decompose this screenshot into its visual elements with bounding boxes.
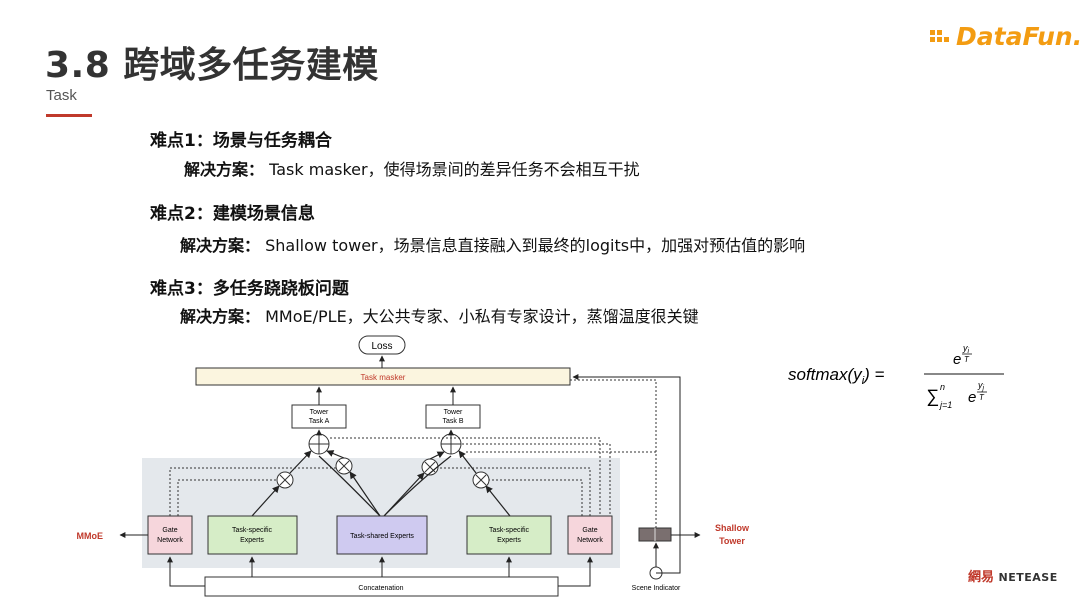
shallow-tower-label-1: Shallow bbox=[715, 523, 750, 533]
loss-label: Loss bbox=[371, 341, 392, 352]
mmoe-label: MMoE bbox=[77, 531, 104, 541]
svg-text:Task-specific: Task-specific bbox=[232, 527, 273, 534]
logo-dots-icon bbox=[930, 30, 950, 46]
add-node-a-icon bbox=[308, 433, 330, 455]
netease-logo: 網易 NETEASE bbox=[968, 570, 1058, 585]
task-specific-experts-right bbox=[466, 515, 552, 555]
formula-num-base: e bbox=[953, 351, 961, 368]
svg-text:yj: yj bbox=[977, 380, 985, 392]
solution-1: 解决方案： Task masker，使得场景间的差异任务不会相互干扰 bbox=[184, 156, 640, 180]
task-shared-experts bbox=[336, 515, 428, 555]
multiply-node-2-icon bbox=[335, 457, 353, 475]
datafun-logo: DataFun. bbox=[930, 22, 1080, 54]
concatenation-label: Concatenation bbox=[358, 585, 403, 592]
formula-lhs: softmax(y bbox=[788, 365, 863, 384]
solution-2-label: 解决方案： bbox=[180, 236, 261, 255]
svg-text:Task-shared Experts: Task-shared Experts bbox=[350, 533, 414, 540]
solution-3-label: 解决方案： bbox=[180, 307, 261, 326]
svg-text:yi: yi bbox=[962, 343, 970, 355]
svg-text:T: T bbox=[964, 355, 970, 364]
title-underline bbox=[46, 114, 92, 117]
svg-text:Task A: Task A bbox=[309, 418, 330, 425]
logo-text: DataFun. bbox=[956, 22, 1080, 51]
solution-2: 解决方案： Shallow tower，场景信息直接融入到最终的logits中，… bbox=[180, 232, 805, 256]
solution-1-text: Task masker，使得场景间的差异任务不会相互干扰 bbox=[269, 160, 640, 179]
scene-indicator-label: Scene Indicator bbox=[632, 585, 681, 592]
gate-network-left bbox=[147, 515, 193, 555]
svg-text:Network: Network bbox=[577, 537, 603, 544]
architecture-diagram: Loss Task masker Tower Task A Tower Task… bbox=[77, 335, 750, 597]
solution-2-text: Shallow tower，场景信息直接融入到最终的logits中，加强对预估值… bbox=[265, 236, 806, 255]
gate-network-right bbox=[567, 515, 613, 555]
svg-text:e: e bbox=[968, 389, 976, 406]
svg-text:softmax(yi) =: softmax(yi) = bbox=[788, 365, 885, 387]
difficulty-2: 难点2：建模场景信息 bbox=[150, 204, 315, 224]
svg-text:n: n bbox=[940, 382, 945, 392]
solution-3-text: MMoE/PLE，大公共专家、小私有专家设计，蒸馏温度很关键 bbox=[265, 307, 699, 326]
svg-text:Task-specific: Task-specific bbox=[489, 527, 530, 534]
solution-3: 解决方案： MMoE/PLE，大公共专家、小私有专家设计，蒸馏温度很关键 bbox=[180, 303, 699, 327]
svg-text:Gate: Gate bbox=[162, 527, 177, 534]
task-masker-label: Task masker bbox=[361, 373, 406, 382]
svg-text:Network: Network bbox=[157, 537, 183, 544]
svg-text:Gate: Gate bbox=[582, 527, 597, 534]
task-specific-experts-left bbox=[207, 515, 298, 555]
slide-subtitle: Task bbox=[46, 87, 77, 104]
svg-text:Experts: Experts bbox=[497, 537, 521, 544]
difficulty-1: 难点1：场景与任务耦合 bbox=[150, 131, 332, 151]
svg-text:Experts: Experts bbox=[240, 537, 264, 544]
svg-text:j=1: j=1 bbox=[939, 400, 952, 410]
multiply-node-1-icon bbox=[276, 471, 294, 489]
formula-sum: ∑ bbox=[926, 386, 939, 406]
slide-title: 3.8 跨域多任务建模 bbox=[45, 45, 379, 86]
difficulty-3: 难点3：多任务跷跷板问题 bbox=[150, 279, 349, 299]
task-masker-bar bbox=[195, 367, 571, 386]
loss-node bbox=[358, 335, 406, 355]
svg-text:T: T bbox=[979, 393, 985, 402]
shallow-tower-label-2: Tower bbox=[719, 536, 745, 546]
svg-text:Task B: Task B bbox=[442, 418, 463, 425]
multiply-node-4-icon bbox=[472, 471, 490, 489]
softmax-formula: softmax(yi) = e yi T ∑ n j=1 e yj T bbox=[788, 343, 1004, 410]
solution-1-label: 解决方案： bbox=[184, 160, 265, 179]
svg-text:Tower: Tower bbox=[444, 409, 463, 416]
svg-text:Tower: Tower bbox=[310, 409, 329, 416]
add-node-b-icon bbox=[440, 433, 462, 455]
